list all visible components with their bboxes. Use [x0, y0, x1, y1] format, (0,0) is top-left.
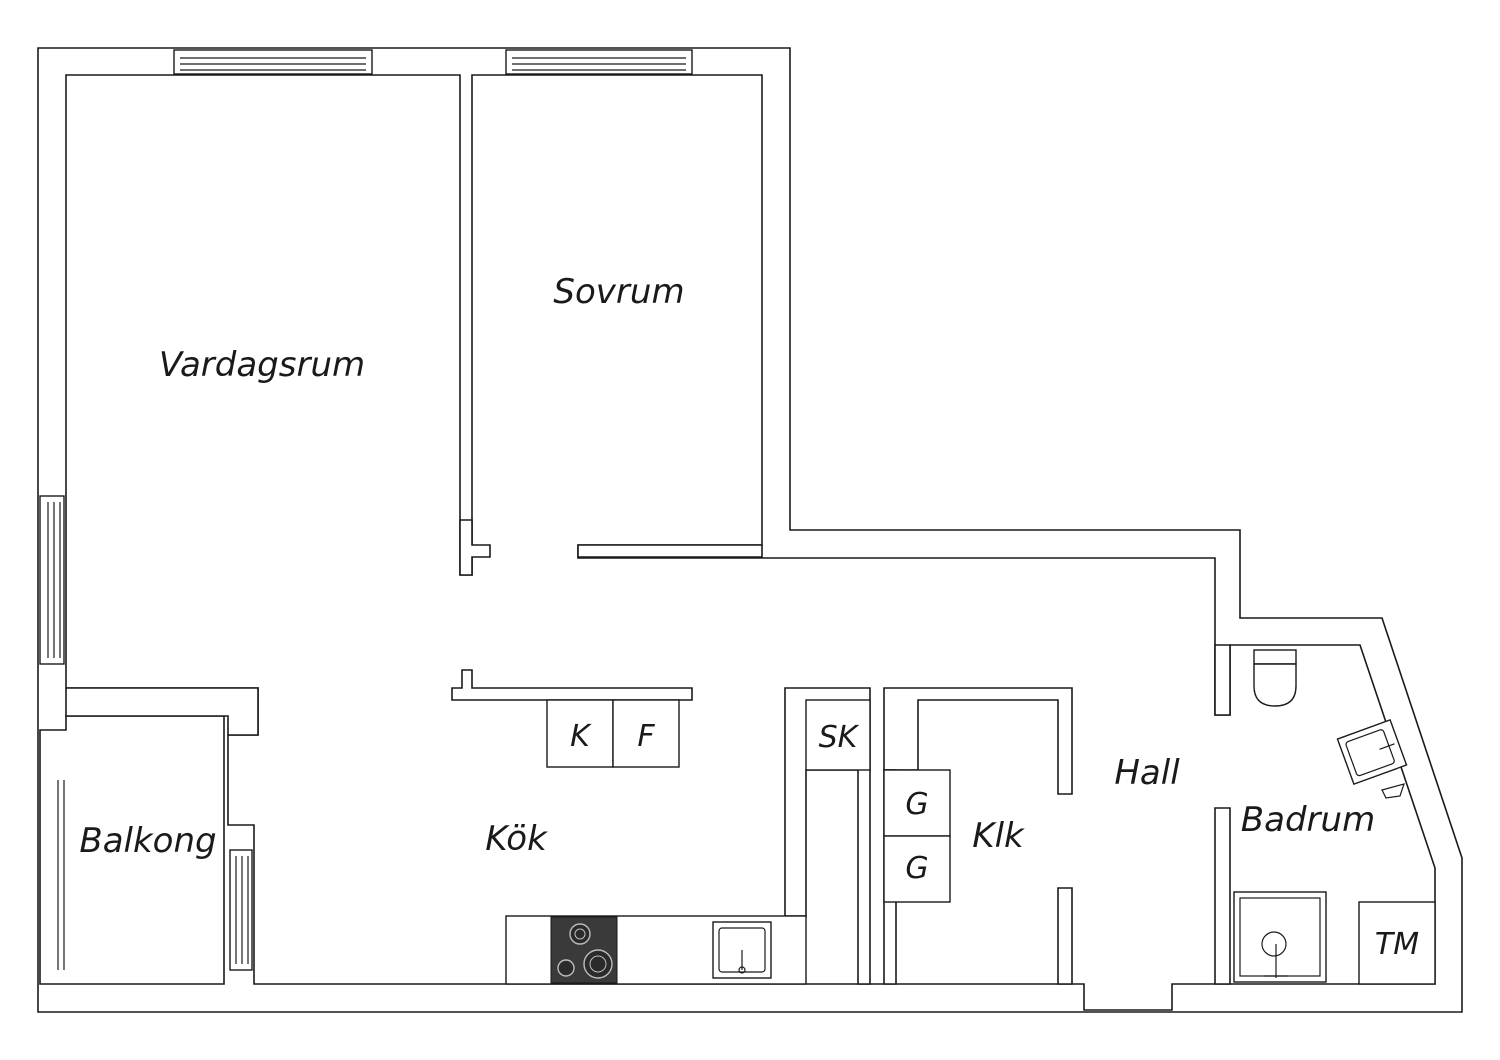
balcony-wall	[65, 687, 259, 736]
stove-icon	[550, 916, 618, 984]
cabinet-label: SK	[819, 720, 860, 755]
shower-icon	[1233, 891, 1327, 983]
fridge-label: K	[570, 719, 592, 754]
stub-wall-bedroom	[577, 544, 763, 558]
washing-machine-box	[1358, 901, 1436, 985]
closet-lower-wall	[1057, 887, 1073, 985]
room-label-hall: Hall	[1114, 753, 1180, 793]
toilet-icon	[1253, 649, 1297, 707]
wardrobe-2	[883, 835, 951, 903]
window-icon	[505, 49, 693, 75]
room-label-balkong: Balkong	[79, 821, 216, 861]
bathroom-left-wall-top	[1214, 644, 1231, 716]
room-label-klk: Klk	[972, 816, 1025, 856]
bathroom-left-wall-bottom	[1214, 807, 1231, 985]
balcony-door-icon	[229, 849, 253, 971]
balcony-rail-icon	[57, 780, 65, 970]
sink-icon	[1336, 718, 1408, 786]
room-label-badrum: Badrum	[1241, 800, 1375, 840]
sink-icon	[712, 921, 772, 979]
wardrobe-2-label: G	[905, 851, 928, 886]
room-label-vardagsrum: Vardagsrum	[159, 345, 365, 385]
window-icon	[173, 49, 373, 75]
room-label-sovrum: Sovrum	[553, 272, 684, 312]
freezer-box	[612, 699, 680, 768]
freezer-label: F	[637, 719, 655, 754]
cabinet-box	[805, 699, 871, 771]
window-icon	[39, 495, 65, 665]
tap-icon	[1381, 783, 1405, 799]
room-label-kok: Kök	[485, 819, 548, 859]
wardrobe-1	[883, 769, 951, 837]
stub-wall-living	[459, 519, 491, 576]
wardrobe-1-label: G	[905, 787, 928, 822]
kitchen-partition-wall	[451, 669, 693, 701]
washing-machine-label: TM	[1375, 927, 1419, 962]
